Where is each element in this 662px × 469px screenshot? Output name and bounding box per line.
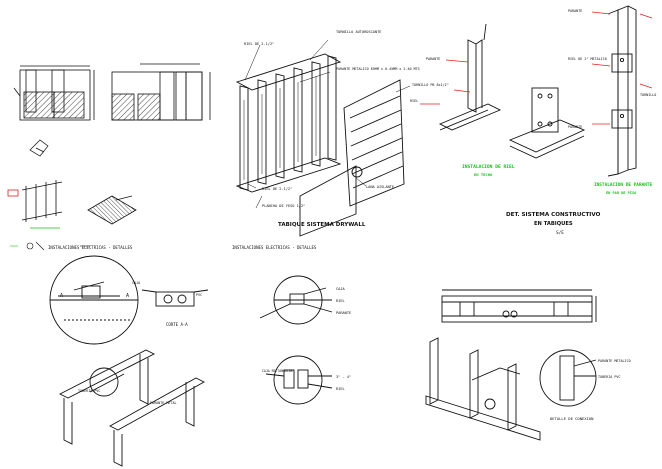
center-detail-circle-1 [259, 275, 333, 325]
mid-riel-note: RIEL [410, 99, 418, 103]
corte-aa-box [141, 289, 209, 307]
mid-parante-note: PARANTE [426, 57, 440, 61]
stud-3 [275, 73, 285, 179]
stud-5 [311, 61, 321, 167]
small-a-left: A [60, 293, 63, 299]
parante-install-detail [607, 5, 637, 177]
wall-elevation [441, 289, 597, 323]
note-riel-top: RIEL DE 2.1/2" [244, 42, 274, 46]
instalacion-parante-sub: EN PAR DE PISO [606, 191, 636, 195]
riel-install-detail [438, 23, 586, 159]
drywall-frame [235, 53, 357, 237]
det-title-2: EN TABIQUES [534, 221, 573, 227]
drywall-leaders [244, 39, 411, 209]
note-plancha: PLANCHA DE YESO 1/2" [262, 204, 305, 208]
right-tornillo-note: TORNILLO [640, 93, 656, 97]
det-title-1: DET. SISTEMA CONSTRUCTIVO [506, 212, 601, 218]
note-tornillo-pb: TORNILLO PB 8x1/2" [412, 83, 449, 87]
instalacion-parante-title: INSTALACION DE PARANTE [594, 182, 653, 188]
elec-center-label: INSTALACIONES ELECTRICAS - DETALLES [232, 245, 317, 250]
stud-1 [239, 85, 249, 191]
riel-leaders [420, 59, 471, 105]
stud-6 [327, 55, 337, 161]
caja-note: CAJA [336, 287, 345, 291]
note-tornillo: TORNILLO AUTOROSCANTE [336, 30, 381, 34]
note-riel-bottom: RIEL DE 2.1/2" [262, 187, 292, 191]
riel-note-d: RIEL [336, 299, 345, 303]
small-a-right: A [126, 293, 129, 299]
pvc-label: PVC [196, 293, 202, 297]
riel-note-d2: RIEL [336, 387, 345, 391]
tuberia-label: TUBERIA PVC [78, 389, 100, 393]
dim-note: 3" - 4" [336, 375, 351, 379]
det-scale: S/E [556, 230, 564, 236]
small-frame-detail [7, 180, 63, 229]
note-parante: PARANTE METALICO 65MM x 0.45MM x 2.40 MT… [336, 67, 420, 71]
instalacion-riel-sub: EN TECHO [474, 172, 493, 177]
right-parante-note: PARANTE [568, 9, 582, 13]
electrical-legend-row [10, 241, 90, 251]
tile-detail [87, 195, 137, 225]
elec-left-label: INSTALACIONES ELECTRICAS - DETALLES [48, 245, 133, 250]
insulation-panel [343, 79, 405, 207]
parante-note-d: PARANTE [336, 311, 351, 315]
section-left-2 [111, 63, 211, 121]
corte-aa-label: CORTE A-A [166, 322, 188, 327]
tabique-title: TABIQUE SISTEMA DRYWALL [278, 222, 366, 228]
small-detail-icon [29, 139, 49, 157]
detalle-conexion-label: DETALLE DE CONEXION [550, 416, 594, 421]
bottom-right-circle [539, 349, 597, 407]
corte-aa-circle [49, 255, 139, 345]
right-parante-low: PARANTE [568, 125, 582, 129]
caja-rect-label: CAJA RECTANGULAR [262, 369, 293, 373]
instalacion-riel-title: INSTALACION DE RIEL [462, 164, 515, 170]
caja-label: CAJA [132, 281, 140, 285]
stud-4 [293, 67, 303, 173]
section-left-1 [13, 65, 95, 121]
stud-2 [257, 79, 267, 185]
bottom-right-note-2: TUBERIA PVC [598, 375, 620, 379]
bottom-right-frame [425, 337, 541, 441]
bottom-left-frame [59, 349, 205, 467]
right-riel-note: RIEL DE 2" METALICO [568, 57, 607, 61]
parante-metal-label: PARANTE METAL [150, 401, 177, 405]
note-lana: LANA AISLANTE [366, 185, 394, 189]
bottom-right-note: PARANTE METALICO [598, 359, 631, 363]
parante-leaders [591, 11, 653, 125]
center-detail-circle-2 [265, 355, 333, 405]
